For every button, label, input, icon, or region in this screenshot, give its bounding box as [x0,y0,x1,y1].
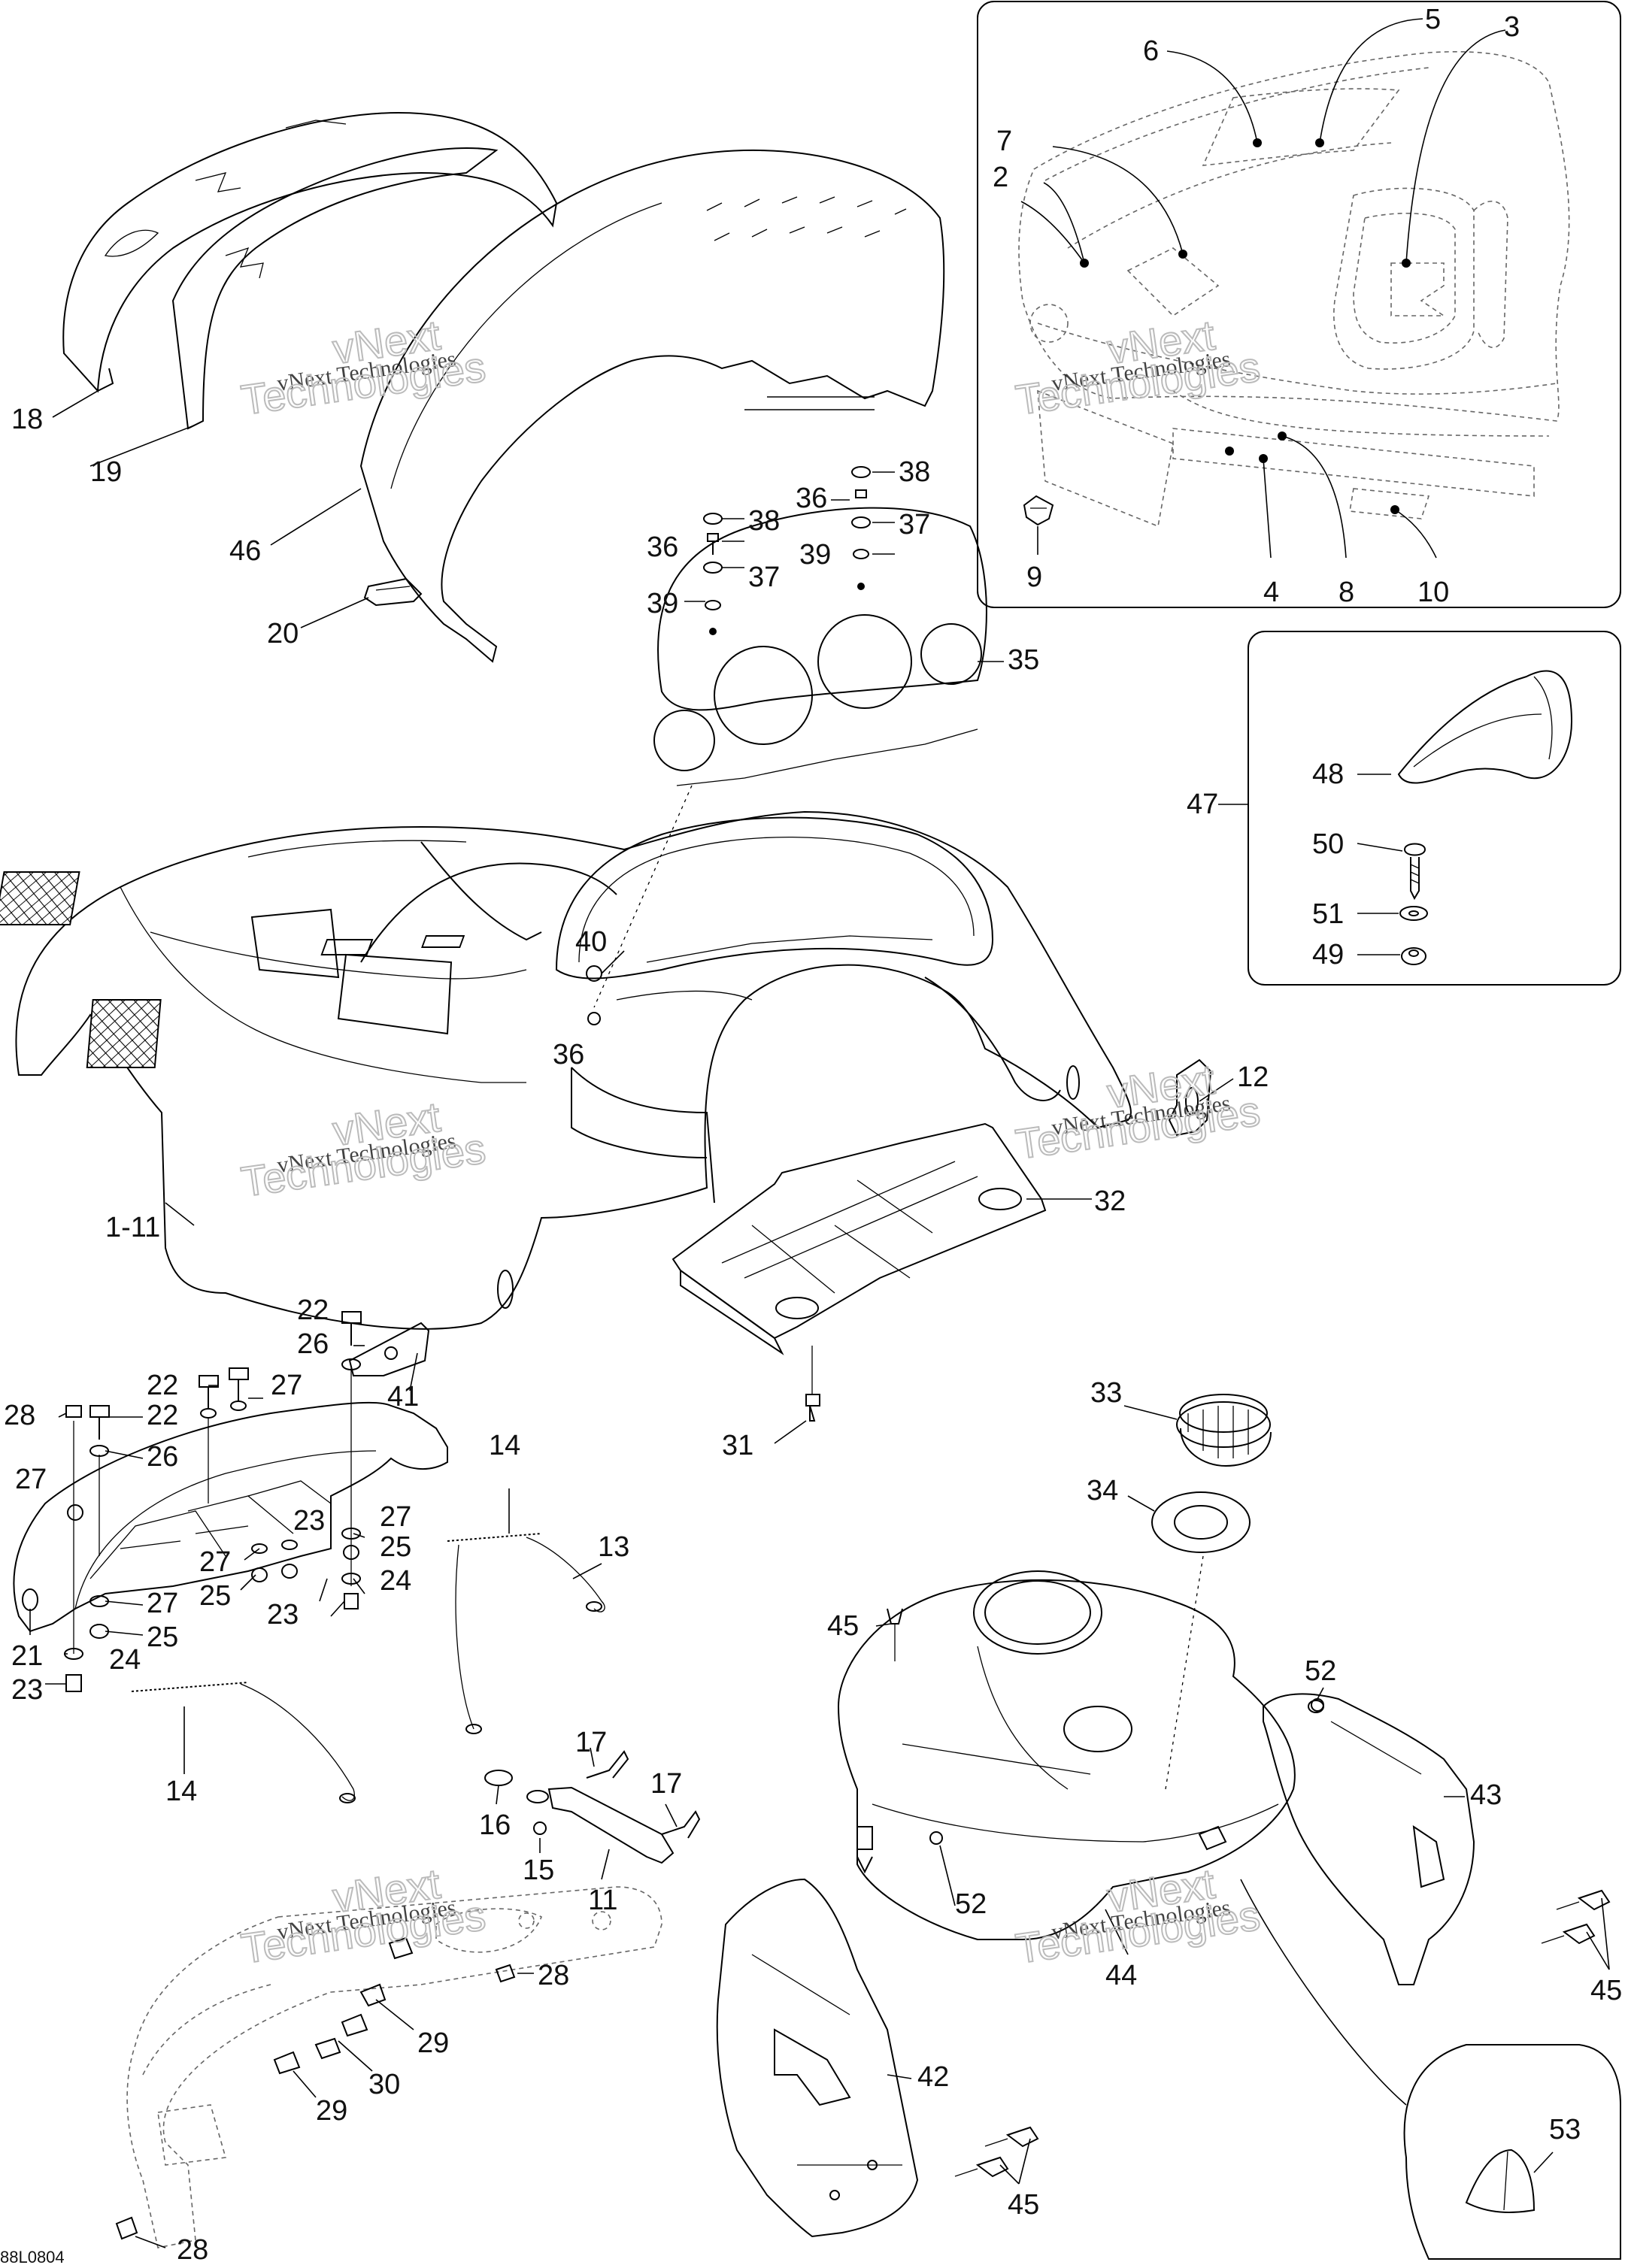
callout-27a: 27 [271,1370,302,1401]
diagram-code: 88L0804 [0,2248,65,2266]
callout-30: 30 [368,2069,400,2100]
windshield-parts [52,111,945,663]
callout-23c: 23 [11,1674,43,1706]
callout-8: 8 [1339,577,1354,608]
callout-50: 50 [1312,828,1344,860]
callout-22a: 22 [297,1294,329,1326]
callout-25c: 25 [147,1622,178,1653]
callout-51: 51 [1312,898,1344,930]
hood-detail-inset [977,1,1621,608]
callout-45b: 45 [1590,1975,1622,2006]
callout-36a: 36 [647,531,678,563]
callout-53: 53 [1549,2114,1581,2145]
callout-38a: 38 [748,505,780,537]
callout-45c: 45 [1008,2189,1039,2221]
strap-hardware [484,1747,701,1880]
callout-27b: 27 [15,1464,47,1495]
mirror-kit-inset [1218,631,1621,986]
callout-9: 9 [1026,562,1042,593]
callout-28a: 28 [4,1400,35,1431]
callout-labels: 1-11 2 3 4 5 6 7 8 9 10 11 12 13 14 14 1… [4,4,1622,2266]
callout-7: 7 [996,126,1012,157]
callout-3: 3 [1504,11,1520,43]
callout-40: 40 [575,926,607,958]
callout-27e: 27 [147,1588,178,1619]
callout-11: 11 [588,1885,617,1916]
clip-part-9 [1023,495,1054,526]
callout-33: 33 [1090,1377,1122,1409]
hood-dashed-outline [1018,51,1570,528]
callout-12: 12 [1237,1061,1269,1093]
callout-24b: 24 [109,1644,141,1676]
callout-17b: 17 [650,1768,682,1800]
callout-32: 32 [1094,1185,1126,1217]
callout-27c: 27 [380,1501,411,1533]
callout-39b: 39 [799,539,831,571]
rear-bumper-dashed [115,1886,662,2248]
callout-39a: 39 [647,588,678,619]
callout-43: 43 [1470,1779,1502,1811]
main-hood [0,810,1132,1330]
callout-28b: 28 [538,1960,569,1991]
callout-13: 13 [598,1531,629,1563]
callout-19: 19 [90,456,122,488]
callout-5: 5 [1425,4,1441,35]
callout-6: 6 [1143,35,1159,67]
callout-24a: 24 [380,1565,411,1597]
callout-37a: 37 [748,562,780,593]
callout-25a: 25 [380,1531,411,1563]
callout-25b: 25 [199,1580,231,1612]
front-crossmember [13,1311,448,1692]
airbox-assembly [716,1394,1611,2238]
callout-15: 15 [523,1855,554,1886]
callout-10: 10 [1417,577,1449,608]
callout-47: 47 [1187,789,1218,820]
callout-23a: 23 [293,1505,325,1537]
bolt-column [64,1311,362,1692]
callout-38b: 38 [899,456,930,488]
cap-inset [1403,2044,1621,2260]
callout-29b: 29 [316,2095,347,2127]
callout-26b: 26 [147,1441,178,1473]
callout-1-11: 1-11 [105,1212,160,1243]
callout-21: 21 [11,1640,43,1672]
callout-27d: 27 [199,1546,231,1578]
callout-28c: 28 [177,2234,208,2266]
callout-18: 18 [11,404,43,435]
callout-17a: 17 [575,1727,607,1758]
callout-34: 34 [1087,1475,1118,1506]
callout-36b: 36 [796,483,827,514]
callout-29a: 29 [417,2027,449,2059]
callout-37b: 37 [899,509,930,541]
callout-14a: 14 [489,1430,520,1461]
callout-4: 4 [1263,577,1279,608]
callout-20: 20 [267,618,299,650]
instrument-panel [593,396,1004,1008]
callout-2: 2 [993,162,1008,193]
callout-52b: 52 [955,1888,987,1920]
callout-44: 44 [1105,1960,1137,1991]
watermarks: vNext Technologies Technologies vNext vN… [238,310,1263,1973]
callout-31: 31 [722,1430,753,1461]
callout-16: 16 [479,1809,511,1841]
callout-22b: 22 [147,1370,178,1401]
callout-49: 49 [1312,939,1344,970]
callout-46: 46 [229,535,261,567]
callout-45a: 45 [827,1610,859,1642]
tether-cables [131,1488,605,1803]
callout-14b: 14 [165,1776,197,1807]
callout-23b: 23 [267,1599,299,1631]
callout-42: 42 [917,2061,949,2093]
callout-26a: 26 [297,1328,329,1360]
callout-41: 41 [387,1381,419,1413]
floor-tray [672,1058,1234,1444]
callout-36c: 36 [553,1039,584,1070]
callout-22c: 22 [147,1400,178,1431]
callout-52a: 52 [1305,1655,1336,1687]
callout-35: 35 [1008,644,1039,676]
callout-48: 48 [1312,759,1344,790]
